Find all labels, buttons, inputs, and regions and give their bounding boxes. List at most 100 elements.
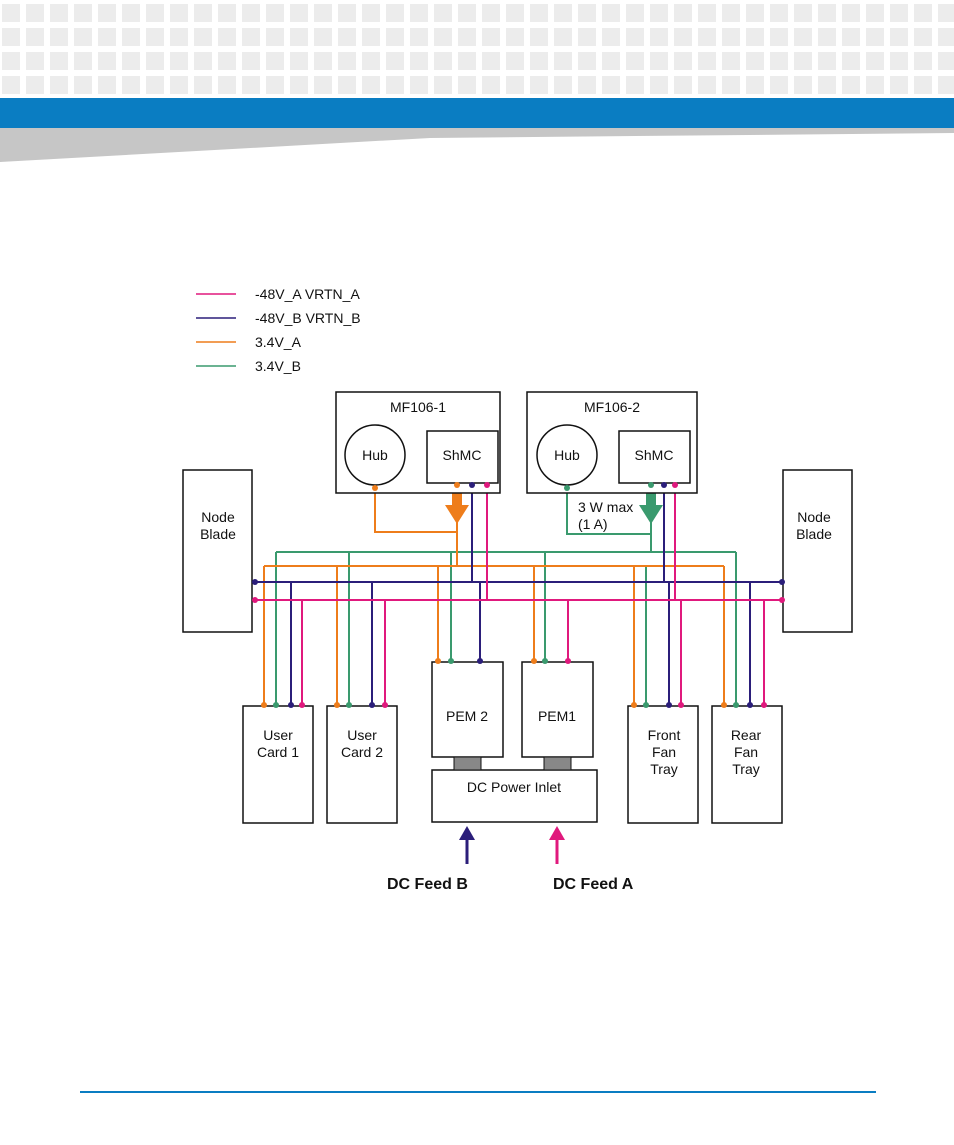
pem-1-label: PEM1: [538, 708, 576, 724]
dot-user2-48v-a: [382, 702, 388, 708]
mf106-1-hub-label: Hub: [362, 447, 388, 463]
hub2-3v4-b-link: [566, 486, 651, 535]
dc-power-inlet: [431, 769, 598, 823]
dot-front-3v4-a: [631, 702, 637, 708]
dot-rear-48v-a: [761, 702, 767, 708]
front-fan-tray: [627, 705, 699, 824]
dot-left-48v-a: [252, 597, 258, 603]
dot-hub2: [564, 485, 570, 491]
node-blade-right: [782, 469, 853, 633]
annotation-line1: 3 W max: [578, 499, 633, 515]
dot-right-48v-a: [779, 597, 785, 603]
dc-feed-a-arrow: [549, 826, 565, 840]
mf106-1-title: MF106-1: [390, 399, 446, 415]
node-blade-left-line2: Blade: [200, 526, 236, 542]
wires-48v-a: [255, 486, 782, 704]
dot-shmc1-48v-a: [484, 482, 490, 488]
dot-rear-48v-b: [747, 702, 753, 708]
dc-feeds: DC Feed B DC Feed A: [387, 826, 634, 893]
user-card-2-line2: Card 2: [341, 744, 383, 760]
header-tile-pattern: [0, 0, 954, 98]
wires-3v4-b: [275, 486, 737, 704]
dot-front-48v-b: [666, 702, 672, 708]
pem-connectors: [453, 756, 572, 771]
user-card-1: [242, 705, 314, 824]
rear-fan-tray: [711, 705, 783, 824]
junction-dots: [252, 482, 785, 708]
dot-user1-3v4-a: [261, 702, 267, 708]
pem-1-connector: [543, 756, 572, 771]
mf106-2-shmc: [618, 430, 691, 484]
block-labels: MF106-1 Hub ShMC MF106-2 Hub ShMC Node B…: [200, 399, 832, 795]
dc-power-inlet-label: DC Power Inlet: [467, 779, 561, 795]
node-blade-left: [182, 469, 253, 633]
mf106-1-shmc-label: ShMC: [443, 447, 482, 463]
shmc2-3v4-b-arrow: [639, 488, 663, 524]
legend-label-3v4-b: 3.4V_B: [255, 358, 301, 374]
dot-front-3v4-b: [643, 702, 649, 708]
rear-fan-line3: Tray: [732, 761, 759, 777]
legend-label-3v4-a: 3.4V_A: [255, 334, 302, 350]
user-card-1-line1: User: [263, 727, 293, 743]
user-card-1-line2: Card 1: [257, 744, 299, 760]
dot-user1-48v-a: [299, 702, 305, 708]
annotation-line2: (1 A): [578, 516, 608, 532]
dot-pem1-3v4-b: [542, 658, 548, 664]
dot-user2-3v4-b: [346, 702, 352, 708]
mf106-1-shmc: [426, 430, 499, 484]
rear-fan-line1: Rear: [731, 727, 762, 743]
dot-hub1: [372, 485, 378, 491]
dot-shmc2-48v-b: [661, 482, 667, 488]
user-card-2-line1: User: [347, 727, 377, 743]
mf106-2-shmc-label: ShMC: [635, 447, 674, 463]
front-fan-line3: Tray: [650, 761, 677, 777]
pem-2: [431, 661, 504, 758]
front-fan-line2: Fan: [652, 744, 676, 760]
dc-feed-b-label: DC Feed B: [387, 876, 468, 893]
dot-pem2-3v4-b: [448, 658, 454, 664]
header-swoosh: [0, 128, 954, 162]
wires: [255, 486, 782, 704]
mf106-2-hub-label: Hub: [554, 447, 580, 463]
shmc-arrows: [445, 488, 663, 524]
dot-user2-48v-b: [369, 702, 375, 708]
wires-48v-b: [255, 486, 782, 704]
dot-rear-3v4-a: [721, 702, 727, 708]
node-blade-left-line1: Node: [201, 509, 235, 525]
dot-pem1-48v-a: [565, 658, 571, 664]
rear-fan-line2: Fan: [734, 744, 758, 760]
mf106-2-title: MF106-2: [584, 399, 640, 415]
header-pattern: [0, 0, 954, 98]
dot-front-48v-a: [678, 702, 684, 708]
blocks: [182, 391, 853, 824]
dot-pem1-3v4-a: [531, 658, 537, 664]
dot-user1-3v4-b: [273, 702, 279, 708]
hub1-3v4-a-link: [374, 486, 457, 533]
dot-left-48v-b: [252, 579, 258, 585]
header-bar: [0, 98, 954, 128]
dot-shmc2-48v-a: [672, 482, 678, 488]
dot-pem2-48v-b: [477, 658, 483, 664]
node-blade-right-line1: Node: [797, 509, 831, 525]
front-fan-line1: Front: [648, 727, 681, 743]
node-blade-right-line2: Blade: [796, 526, 832, 542]
dc-feed-b-arrow: [459, 826, 475, 840]
shmc1-3v4-a-arrow: [445, 488, 469, 524]
legend-label-48v-b: -48V_B VRTN_B: [255, 310, 361, 326]
dot-right-48v-b: [779, 579, 785, 585]
footer-rule: [80, 1091, 876, 1093]
dot-pem2-3v4-a: [435, 658, 441, 664]
dc-feed-a-label: DC Feed A: [553, 876, 634, 893]
dot-shmc2-3v4: [648, 482, 654, 488]
legend: -48V_A VRTN_A -48V_B VRTN_B 3.4V_A 3.4V_…: [196, 286, 361, 374]
dot-shmc1-3v4: [454, 482, 460, 488]
pem-1: [521, 661, 594, 758]
user-card-2: [326, 705, 398, 824]
pem-2-label: PEM 2: [446, 708, 488, 724]
dot-shmc1-48v-b: [469, 482, 475, 488]
dot-rear-3v4-b: [733, 702, 739, 708]
legend-label-48v-a: -48V_A VRTN_A: [255, 286, 360, 302]
dot-user2-3v4-a: [334, 702, 340, 708]
dot-user1-48v-b: [288, 702, 294, 708]
